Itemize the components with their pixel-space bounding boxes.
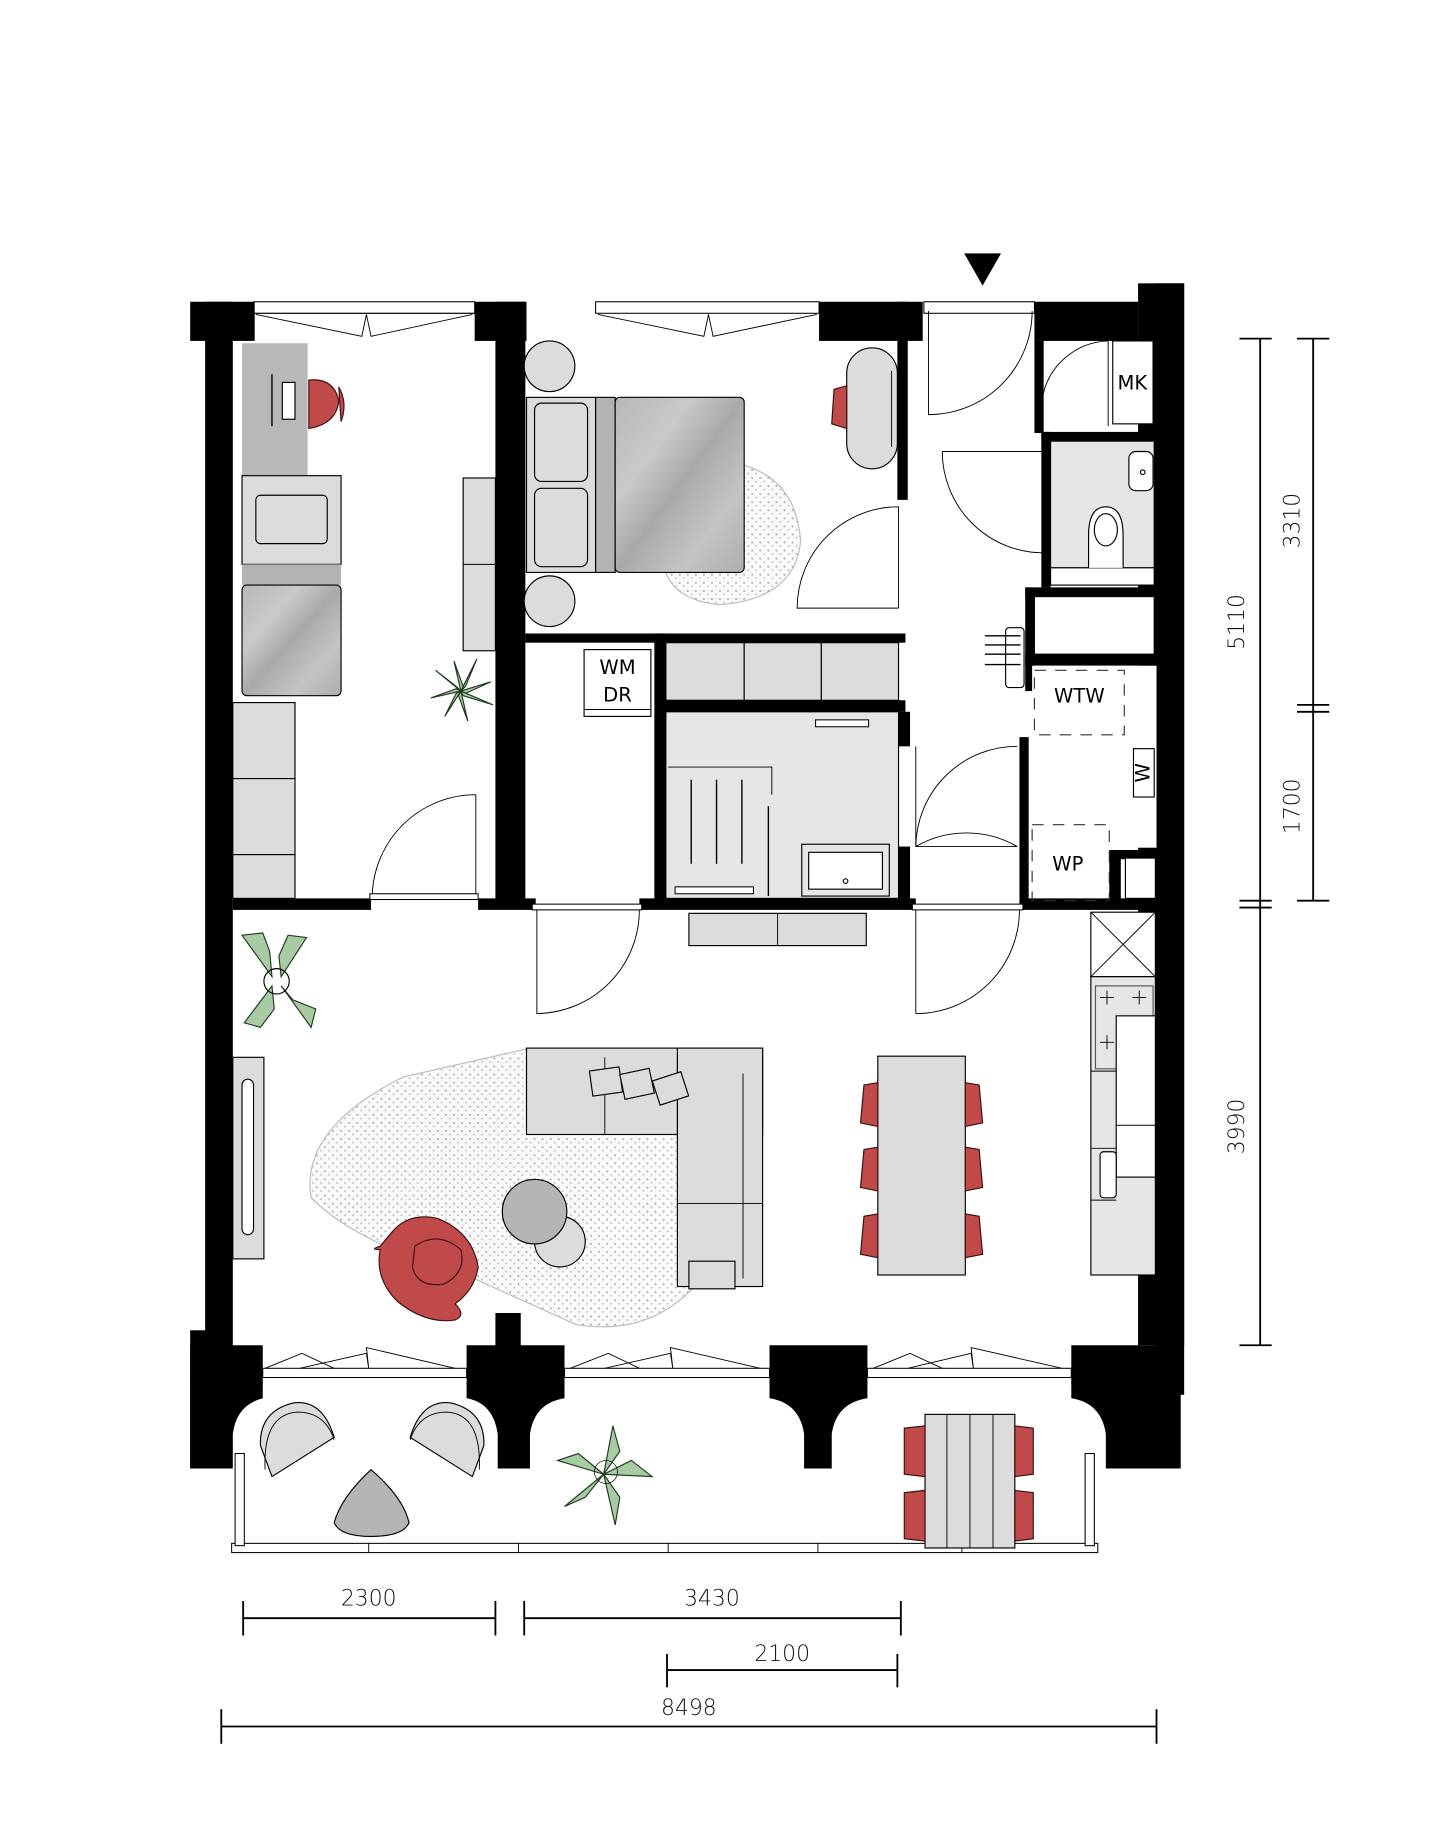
wp-label: WP xyxy=(1052,853,1083,876)
laptop-icon xyxy=(281,381,296,420)
living-room xyxy=(232,932,764,1328)
bedroom-2 xyxy=(232,343,496,901)
bed-sheet xyxy=(241,584,342,697)
mk-label: MK xyxy=(1117,371,1148,394)
right-dimensions: 5110 3310 1700 3990 xyxy=(1225,337,1330,1347)
nightstand xyxy=(523,575,576,628)
dim-3430: 3430 xyxy=(684,1587,740,1612)
w-label: W xyxy=(1131,763,1154,782)
sink-icon xyxy=(1099,1151,1117,1199)
boiler xyxy=(1132,748,1155,798)
dim-8498: 8498 xyxy=(661,1696,717,1721)
office-chair-icon xyxy=(308,379,340,430)
lounge-chair-icon xyxy=(409,1402,485,1478)
bedroom-1 xyxy=(523,340,900,701)
kitchen xyxy=(1090,911,1156,1276)
armchair-icon xyxy=(373,1216,479,1322)
utility-room: WTW W WP xyxy=(1031,596,1157,902)
dim-2100: 2100 xyxy=(754,1642,810,1667)
plant-icon xyxy=(555,1425,654,1526)
dim-2300: 2300 xyxy=(341,1587,397,1612)
lounge-chair-icon xyxy=(259,1402,335,1478)
heat-pump xyxy=(1031,824,1110,902)
vanity-table xyxy=(846,347,898,470)
bathroom xyxy=(665,711,1018,947)
door-swing xyxy=(915,746,1018,848)
wm-label: WM xyxy=(599,656,635,679)
desk xyxy=(242,343,308,476)
entrance-arrow-icon xyxy=(964,253,1002,286)
balcony xyxy=(259,1402,1034,1549)
radiator-icon xyxy=(984,627,1025,689)
door-swing xyxy=(536,909,640,1015)
heat-recovery-unit xyxy=(1033,669,1125,736)
dr-label: DR xyxy=(603,683,632,706)
cushion-icons xyxy=(588,1066,690,1106)
dim-3310: 3310 xyxy=(1280,493,1305,549)
walls xyxy=(190,283,1185,1469)
laundry: WM DR xyxy=(531,649,652,1015)
dim-5110: 5110 xyxy=(1225,594,1250,650)
washer-dryer xyxy=(583,649,652,717)
entrance-hall: MK xyxy=(911,310,1154,1015)
bottom-windows xyxy=(262,1346,1072,1379)
dining-chairs xyxy=(859,1081,984,1259)
coffee-table xyxy=(501,1178,568,1245)
nightstand xyxy=(523,340,576,393)
duvet xyxy=(614,396,745,574)
dim-1700: 1700 xyxy=(1280,778,1305,834)
door-swing xyxy=(371,794,477,899)
plant-icon xyxy=(240,932,317,1029)
wardrobe xyxy=(665,642,745,701)
wardrobe xyxy=(232,701,296,780)
bottom-dimensions: 2300 3430 2100 8498 xyxy=(220,1587,1158,1744)
door-swing xyxy=(796,506,899,609)
toilet-room xyxy=(1049,440,1155,586)
dining-table xyxy=(877,1055,966,1276)
vanity-chair-icon xyxy=(831,385,848,430)
wtw-label: WTW xyxy=(1054,685,1105,708)
meter-cupboard xyxy=(1112,340,1154,425)
balcony-railing xyxy=(231,1453,1099,1554)
dim-3990: 3990 xyxy=(1225,1099,1250,1155)
plant-icon xyxy=(430,658,494,722)
door-swing xyxy=(915,909,1020,1015)
front-door-swing xyxy=(928,310,1033,416)
dining xyxy=(859,1055,984,1276)
side-table xyxy=(333,1468,410,1538)
